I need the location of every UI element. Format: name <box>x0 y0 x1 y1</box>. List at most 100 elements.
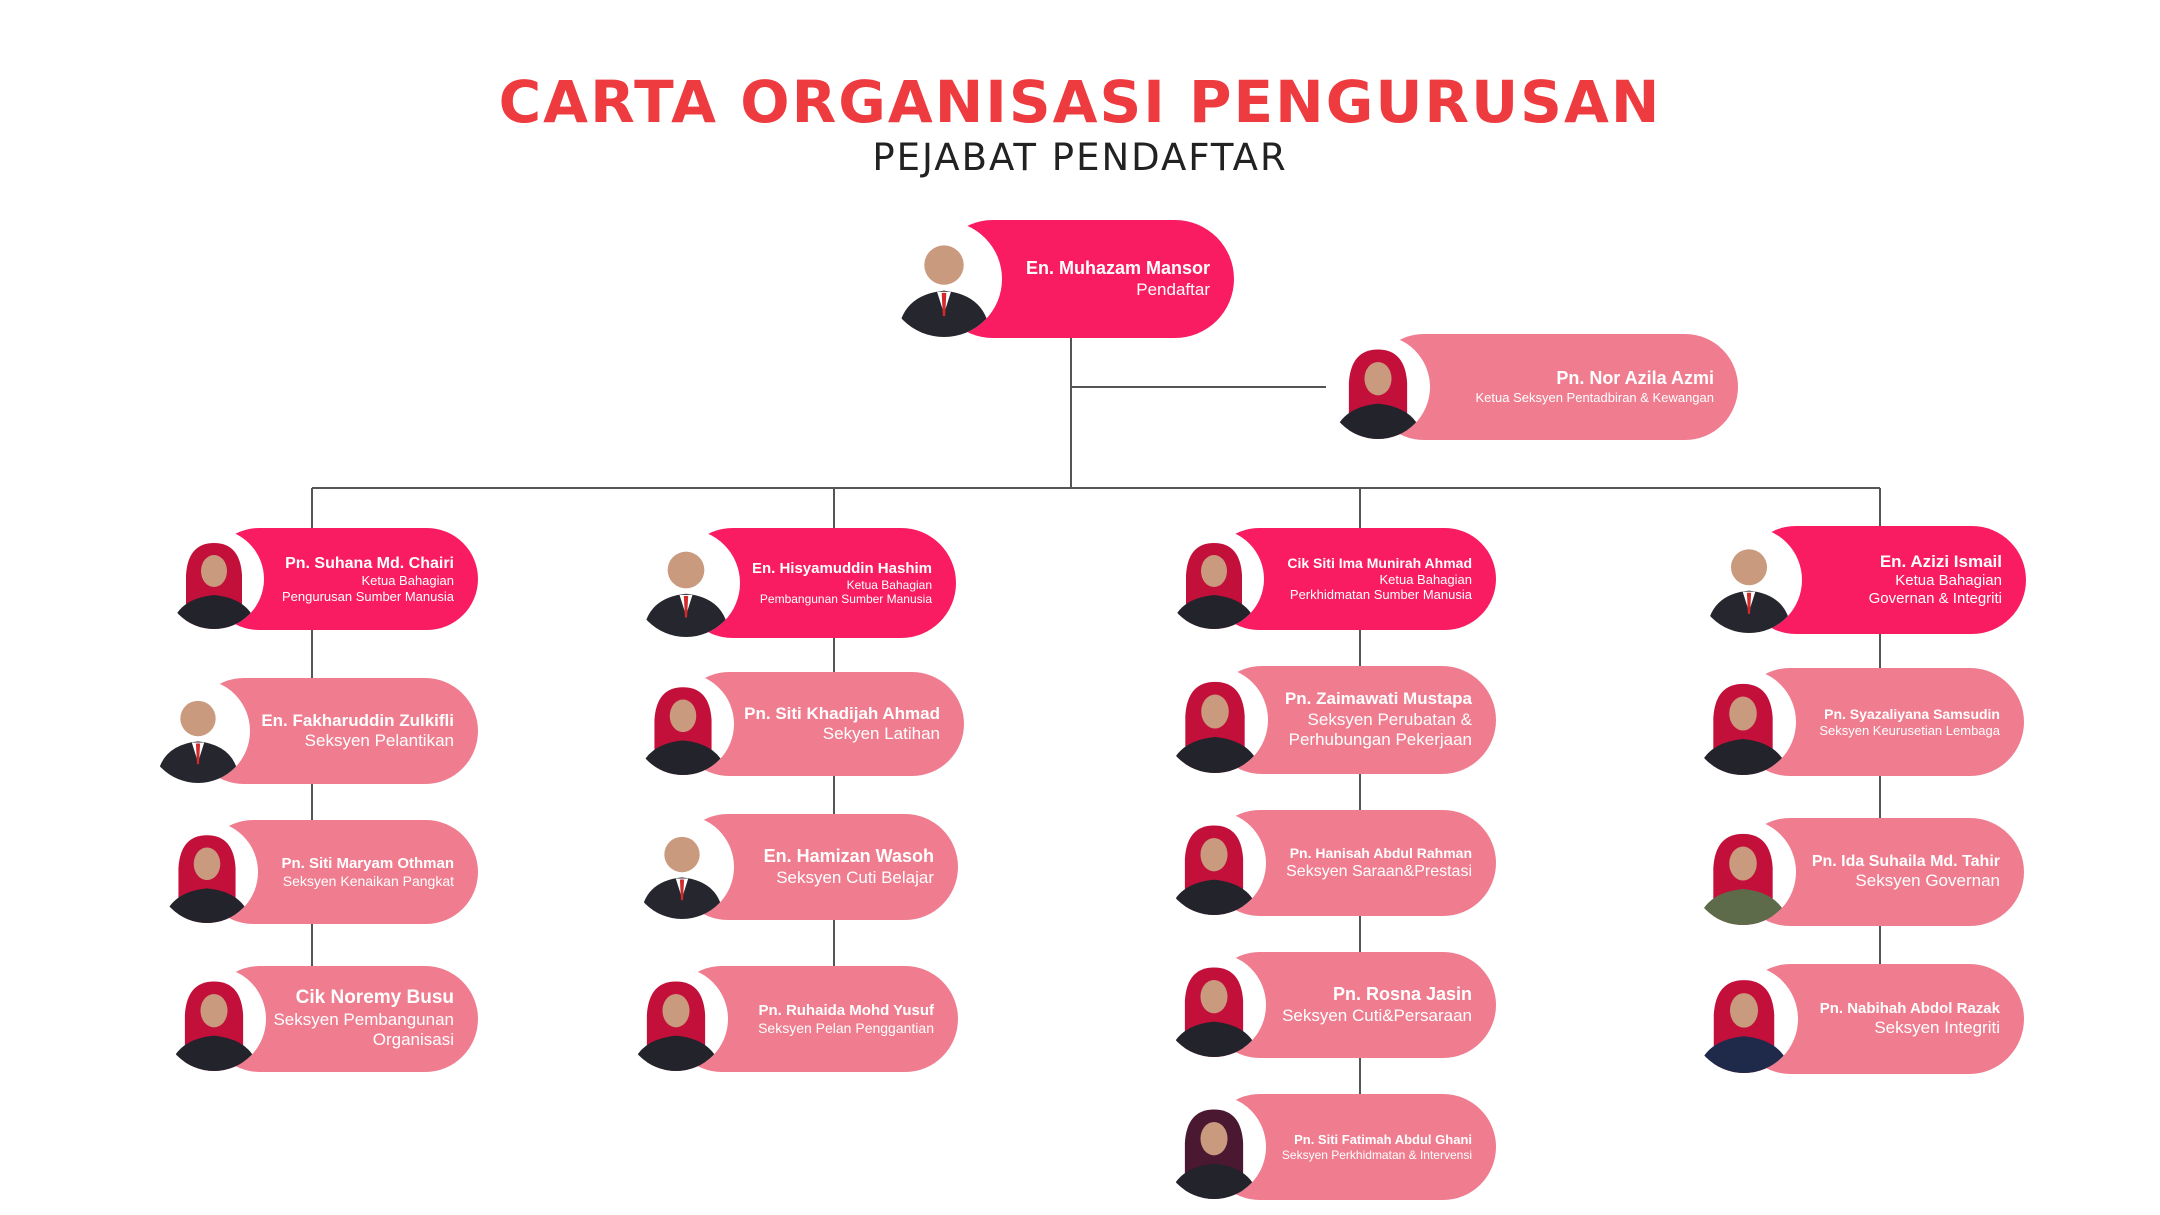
card-text: Pn. Nabihah Abdol Razak Seksyen Integrit… <box>1820 964 2000 1074</box>
person-photo <box>630 815 734 919</box>
person-photo <box>632 529 740 637</box>
person-silhouette-icon <box>1170 543 1258 629</box>
card-pill <box>1371 334 1738 440</box>
person-role: Organisasi <box>372 1030 454 1050</box>
card-text: Pn. Siti Khadijah Ahmad Sekyen Latihan <box>744 672 940 776</box>
card-division-head[interactable]: En. Hisyamuddin Hashim Ketua Bahagian Pe… <box>632 528 956 638</box>
person-role: Ketua Bahagian <box>1895 572 2002 590</box>
person-role: Pengurusan Sumber Manusia <box>282 588 454 604</box>
person-role: Ketua Bahagian <box>1379 571 1472 587</box>
card-section-member[interactable]: En. Fakharuddin Zulkifli Seksyen Pelanti… <box>146 678 478 784</box>
person-role: Ketua Bahagian <box>361 573 454 588</box>
card-text: Pn. Syazaliyana Samsudin Seksyen Keuruse… <box>1819 668 2000 776</box>
card-text: Pn. Rosna Jasin Seksyen Cuti&Persaraan <box>1282 952 1472 1058</box>
card-section-member[interactable]: Pn. Zaimawati Mustapa Seksyen Perubatan … <box>1162 666 1496 774</box>
card-admin-head[interactable]: Pn. Nor Azila Azmi Ketua Seksyen Pentadb… <box>1326 334 1738 440</box>
card-text: Pn. Zaimawati Mustapa Seksyen Perubatan … <box>1285 666 1472 774</box>
card-section-member[interactable]: Pn. Siti Maryam Othman Seksyen Kenaikan … <box>156 820 478 924</box>
person-name: Pn. Suhana Md. Chairi <box>285 554 454 572</box>
person-name: Pn. Hanisah Abdul Rahman <box>1289 845 1472 861</box>
card-text: En. Muhazam Mansor Pendaftar <box>1026 220 1210 338</box>
chart-title: CARTA ORGANISASI PENGURUSAN <box>498 68 1662 136</box>
card-section-member[interactable]: Pn. Ida Suhaila Md. Tahir Seksyen Govern… <box>1690 818 2024 926</box>
person-photo <box>1690 965 1798 1073</box>
person-name: Pn. Rosna Jasin <box>1332 984 1472 1004</box>
person-role: Seksyen Cuti&Persaraan <box>1282 1005 1472 1025</box>
person-name: Pn. Siti Fatimah Abdul Ghani <box>1294 1132 1472 1147</box>
person-silhouette-icon <box>169 981 259 1071</box>
person-role: Seksyen Keurusetian Lembaga <box>1819 722 2000 738</box>
person-silhouette-icon <box>1697 683 1789 775</box>
person-photo <box>1326 335 1430 439</box>
person-name: Pn. Syazaliyana Samsudin <box>1824 705 2000 722</box>
card-text: Pn. Suhana Md. Chairi Ketua Bahagian Pen… <box>282 528 454 630</box>
person-name: Pn. Siti Khadijah Ahmad <box>744 703 940 723</box>
person-silhouette-icon <box>1697 833 1789 925</box>
person-photo <box>1690 669 1796 775</box>
person-role: Seksyen Saraan&Prestasi <box>1286 862 1472 880</box>
card-text: Pn. Hanisah Abdul Rahman Seksyen Saraan&… <box>1286 810 1472 916</box>
person-photo <box>1162 667 1268 773</box>
person-role: Perkhidmatan Sumber Manusia <box>1289 587 1472 603</box>
person-silhouette-icon <box>631 981 721 1071</box>
card-text: Pn. Ruhaida Mohd Yusuf Seksyen Pelan Pen… <box>758 966 934 1072</box>
card-section-member[interactable]: Pn. Siti Fatimah Abdul Ghani Seksyen Per… <box>1162 1094 1496 1200</box>
person-name: Pn. Ida Suhaila Md. Tahir <box>1811 853 2000 871</box>
card-text: En. Hisyamuddin Hashim Ketua Bahagian Pe… <box>752 528 932 638</box>
person-silhouette-icon <box>1169 967 1259 1057</box>
person-name: Cik Siti Ima Munirah Ahmad <box>1287 555 1472 571</box>
person-role: Seksyen Integriti <box>1874 1017 2000 1037</box>
card-division-head[interactable]: Pn. Suhana Md. Chairi Ketua Bahagian Pen… <box>164 528 478 630</box>
card-section-member[interactable]: En. Hamizan Wasoh Seksyen Cuti Belajar <box>630 814 958 920</box>
card-section-member[interactable]: Pn. Siti Khadijah Ahmad Sekyen Latihan <box>632 672 964 776</box>
person-name: En. Muhazam Mansor <box>1025 258 1210 278</box>
person-silhouette-icon <box>643 551 729 637</box>
person-name: Pn. Nor Azila Azmi <box>1556 368 1714 389</box>
person-role: Seksyen Pelan Penggantian <box>758 1019 934 1036</box>
card-text: Pn. Siti Maryam Othman Seksyen Kenaikan … <box>281 820 454 924</box>
person-role: Seksyen Kenaikan Pangkat <box>282 872 454 889</box>
person-silhouette-icon <box>640 836 724 919</box>
person-role: Seksyen Pelantikan <box>304 731 454 750</box>
person-photo <box>1690 819 1796 925</box>
card-text: En. Azizi Ismail Ketua Bahagian Governan… <box>1869 526 2002 634</box>
person-photo <box>156 821 258 923</box>
person-role: Seksyen Perubatan & <box>1307 709 1472 729</box>
person-name: En. Azizi Ismail <box>1879 551 2002 571</box>
person-photo <box>632 673 734 775</box>
person-silhouette-icon <box>1333 349 1423 439</box>
person-role: Seksyen Perkhidmatan & Intervensi <box>1281 1147 1472 1162</box>
person-name: Cik Noremy Busu <box>295 987 454 1009</box>
card-section-member[interactable]: Pn. Nabihah Abdol Razak Seksyen Integrit… <box>1690 964 2024 1074</box>
person-photo <box>1162 953 1266 1057</box>
person-photo <box>886 221 1002 337</box>
person-name: En. Fakharuddin Zulkifli <box>261 710 454 730</box>
person-name: En. Hamizan Wasoh <box>763 846 934 866</box>
person-silhouette-icon <box>1169 681 1261 773</box>
chart-subtitle: PEJABAT PENDAFTAR <box>872 136 1288 179</box>
card-text: Cik Noremy Busu Seksyen Pembangunan Orga… <box>273 966 454 1072</box>
person-name: Pn. Zaimawati Mustapa <box>1284 689 1472 709</box>
person-role: Seksyen Governan <box>1855 871 2000 891</box>
card-section-member[interactable]: Pn. Hanisah Abdul Rahman Seksyen Saraan&… <box>1162 810 1496 916</box>
card-section-member[interactable]: Pn. Ruhaida Mohd Yusuf Seksyen Pelan Pen… <box>624 966 958 1072</box>
person-photo <box>1696 527 1802 633</box>
person-role: Ketua Bahagian <box>846 577 932 592</box>
card-text: Pn. Ida Suhaila Md. Tahir Seksyen Govern… <box>1812 818 2000 926</box>
card-registrar[interactable]: En. Muhazam Mansor Pendaftar <box>886 220 1234 338</box>
card-section-member[interactable]: Pn. Rosna Jasin Seksyen Cuti&Persaraan <box>1162 952 1496 1058</box>
person-silhouette-icon <box>162 835 252 923</box>
card-text: Pn. Nor Azila Azmi Ketua Seksyen Pentadb… <box>1475 334 1714 440</box>
card-division-head[interactable]: Cik Siti Ima Munirah Ahmad Ketua Bahagia… <box>1164 528 1496 630</box>
card-section-member[interactable]: Pn. Syazaliyana Samsudin Seksyen Keuruse… <box>1690 668 2024 776</box>
person-name: En. Hisyamuddin Hashim <box>751 559 932 577</box>
person-photo <box>1162 811 1266 915</box>
person-silhouette-icon <box>156 700 240 783</box>
person-silhouette-icon <box>170 543 258 629</box>
person-photo <box>146 679 250 783</box>
person-role: Ketua Seksyen Pentadbiran & Kewangan <box>1475 390 1714 405</box>
card-division-head[interactable]: En. Azizi Ismail Ketua Bahagian Governan… <box>1696 526 2026 634</box>
card-text: Cik Siti Ima Munirah Ahmad Ketua Bahagia… <box>1287 528 1472 630</box>
card-section-member[interactable]: Cik Noremy Busu Seksyen Pembangunan Orga… <box>162 966 478 1072</box>
card-text: En. Hamizan Wasoh Seksyen Cuti Belajar <box>764 814 934 920</box>
